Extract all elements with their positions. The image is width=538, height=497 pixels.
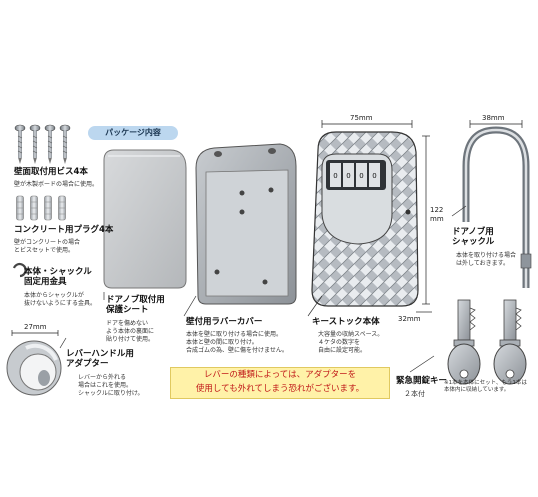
shackle-desc: 本体を取り付ける場合 は外しておきます。	[456, 252, 517, 267]
adapter-title: レバーハンドル用 アダプター	[66, 349, 134, 369]
callout-lines	[59, 205, 467, 373]
package-contents-badge: パッケージ内容	[88, 126, 178, 140]
plugs-illustration	[16, 195, 66, 221]
emergency-key-note: ※1本を本体にセット、もう1本は 本体内に収納しています。	[444, 380, 527, 394]
svg-text:0: 0	[372, 172, 376, 180]
bracket-desc: 本体からシャックルが 抜けないようにする金具。	[24, 292, 96, 307]
emergency-key-count: ２本付	[404, 390, 425, 398]
emergency-keys-illustration	[447, 299, 527, 385]
adapter-dimension: 27mm	[24, 323, 47, 331]
key-stock-illustration: 0 0 0 0	[311, 120, 432, 313]
key-stock-desc: 大容量の収納スペース。 ４ケタの数字を 自由に設定可能。	[318, 331, 384, 354]
svg-text:0: 0	[346, 172, 350, 180]
rubber-cover-illustration	[195, 143, 297, 305]
bracket-title: 本体・シャックル 固定用金具	[24, 267, 92, 287]
height-dimension: 122 mm	[430, 206, 444, 223]
protect-sheet-illustration	[103, 149, 187, 289]
plugs-desc: 壁がコンクリートの場合 とビスセットで使用。	[14, 239, 81, 254]
adapter-warning-notice: レバーの種類によっては、アダプターを 使用しても外れてしまう恐れがございます。	[170, 367, 390, 399]
svg-text:0: 0	[333, 172, 337, 180]
emergency-key-title: 緊急開錠キー	[396, 376, 448, 386]
screws-illustration	[14, 124, 71, 164]
sheet-desc: ドアを傷めない よう本体の裏面に 貼り付けて使用。	[106, 320, 155, 343]
shackle-title: ドアノブ用 シャックル	[452, 227, 495, 247]
screws-desc: 壁が木製ボードの場合に使用。	[14, 181, 99, 188]
width-dimension: 75mm	[350, 114, 373, 122]
bracket-ring-icon	[12, 262, 27, 278]
adapter-desc: レバーから外れる 場合はこれを使用。 シャックルに取り付け。	[78, 374, 144, 397]
depth-dimension: 32mm	[398, 315, 421, 323]
plugs-title: コンクリート用プラグ4本	[14, 225, 114, 235]
rubber-cover-title: 壁付用ラバーカバー	[186, 317, 263, 327]
svg-text:0: 0	[359, 172, 363, 180]
shackle-dimension: 38mm	[482, 114, 505, 122]
sheet-title: ドアノブ取付用 保護シート	[106, 295, 165, 315]
door-shackle-illustration	[462, 120, 532, 288]
screws-title: 壁面取付用ビス4本	[14, 167, 88, 177]
rubber-cover-desc: 本体を壁に取り付ける場合に使用。 本体と壁の間に取り付け。 合成ゴムの為、壁に傷…	[186, 331, 288, 354]
key-stock-title: キーストック本体	[312, 317, 380, 327]
adapter-ring-illustration	[6, 330, 62, 396]
